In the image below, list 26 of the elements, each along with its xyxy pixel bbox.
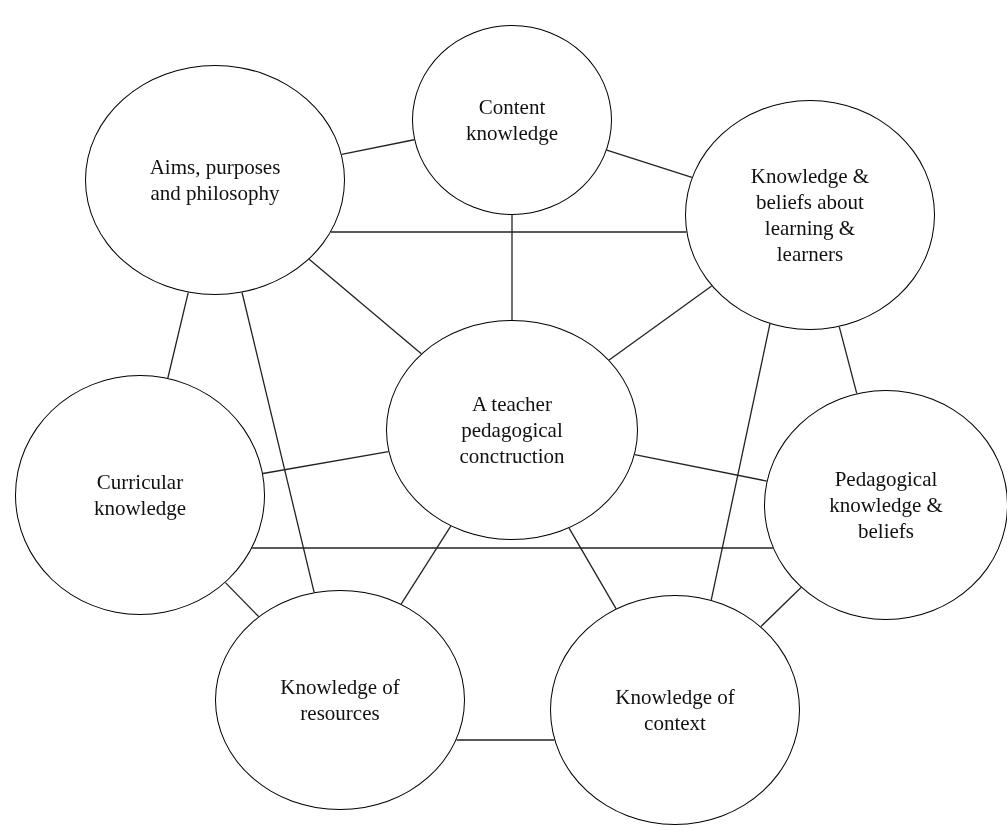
- node-label: Knowledge of resources: [279, 673, 401, 727]
- connector-line: [760, 586, 802, 628]
- connector-line: [330, 231, 687, 233]
- connector-line: [838, 326, 858, 394]
- connector-line: [241, 291, 315, 594]
- node-label: Knowledge & beliefs about learning & learners: [749, 162, 871, 268]
- connector-line: [606, 149, 693, 178]
- connector-line: [308, 258, 422, 355]
- connector-line: [167, 291, 189, 379]
- connector-line: [400, 525, 452, 605]
- node-label: Curricular knowledge: [92, 468, 188, 522]
- connector-line: [634, 454, 768, 482]
- connector-line: [511, 214, 513, 321]
- node-label: A teacher pedagogical conctruction: [458, 390, 566, 470]
- node-label: Content knowledge: [464, 93, 560, 147]
- connector-line: [455, 739, 555, 741]
- node-label: Aims, purposes and philosophy: [148, 153, 282, 207]
- connector-line: [341, 139, 415, 156]
- node-label: Pedagogical knowledge & beliefs: [828, 465, 944, 545]
- node-label: Knowledge of context: [614, 683, 736, 737]
- connector-line: [251, 547, 774, 549]
- connector-line: [608, 285, 713, 361]
- connector-line: [568, 527, 617, 610]
- connector-line: [262, 450, 390, 475]
- connector-line: [710, 323, 771, 601]
- connector-line: [224, 581, 260, 618]
